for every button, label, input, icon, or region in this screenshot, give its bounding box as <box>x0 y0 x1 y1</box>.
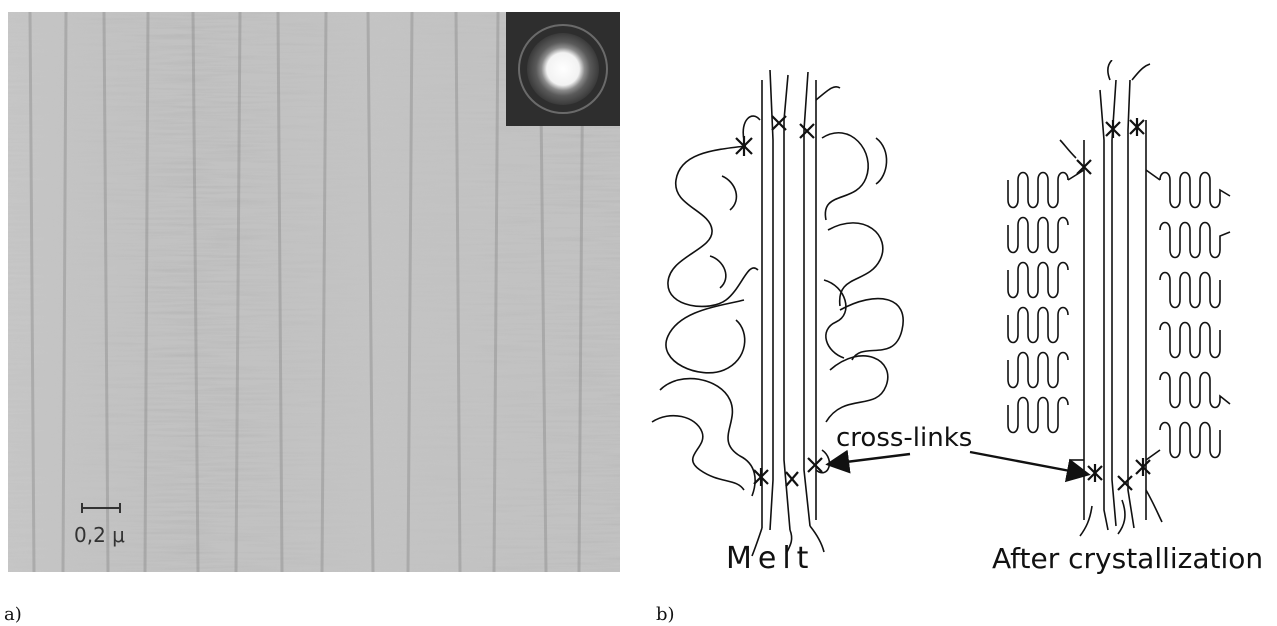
arrow-to-melt <box>830 454 910 464</box>
electron-micrograph: 0,2 μ <box>8 12 620 572</box>
melt-caption: Melt <box>726 541 814 576</box>
crystallized-caption: After crystallization <box>992 542 1263 575</box>
cross-link-mark <box>1118 476 1132 490</box>
melt-structure <box>652 70 903 556</box>
panel-b-label: b) <box>656 604 675 625</box>
cross-link-mark <box>736 136 752 156</box>
cross-link-mark <box>1130 118 1144 136</box>
cross-link-mark <box>786 472 798 486</box>
chain-schematic: cross-links Melt After crystallization <box>640 60 1277 580</box>
crystallized-cross-links <box>1077 118 1150 490</box>
arrow-to-crystallized <box>970 452 1086 474</box>
cross-link-mark <box>800 124 814 138</box>
cross-links-arrows <box>830 452 1086 474</box>
melt-cross-links <box>736 116 822 486</box>
diffraction-inset <box>506 12 620 126</box>
cross-link-mark <box>754 468 768 486</box>
cross-link-mark <box>1088 464 1102 482</box>
scale-bar-label: 0,2 μ <box>74 523 125 547</box>
cross-link-mark <box>1136 458 1150 476</box>
cross-links-label: cross-links <box>836 423 972 453</box>
cross-link-mark <box>1106 120 1120 138</box>
cross-link-mark <box>808 458 822 472</box>
panel-a-label: a) <box>4 604 22 625</box>
